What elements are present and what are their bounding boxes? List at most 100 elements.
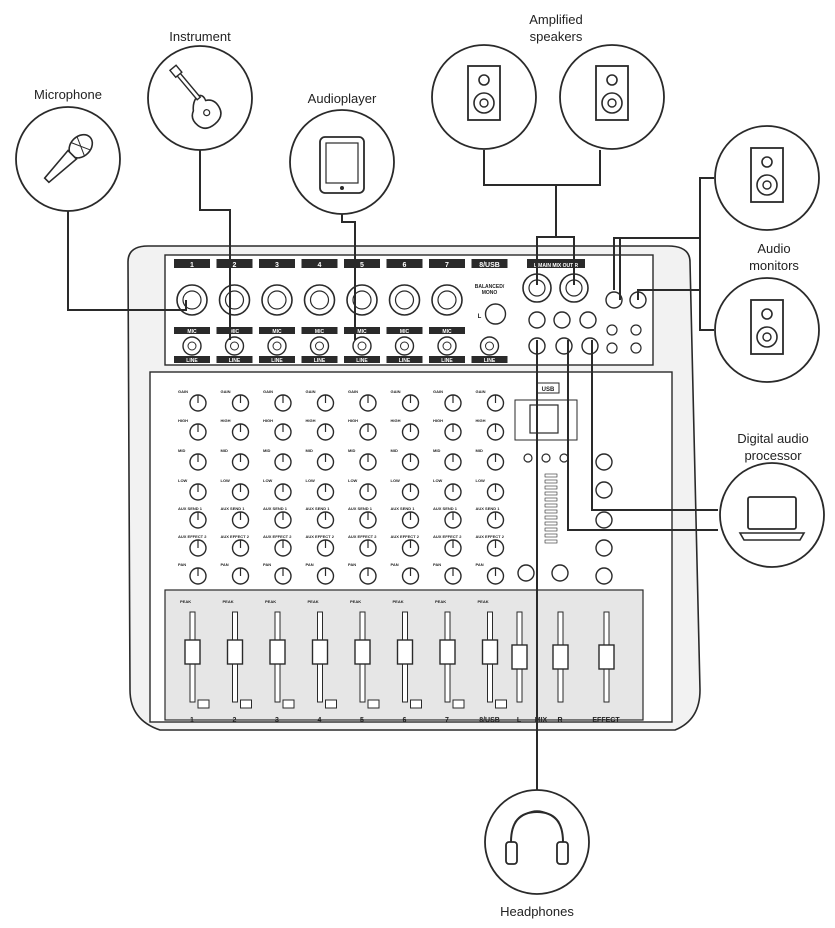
pfl-button bbox=[197, 699, 210, 709]
channel-tab-label: 7 bbox=[445, 262, 449, 269]
knob-label: AUX SEND 1 bbox=[348, 506, 373, 511]
pfl-button bbox=[410, 699, 422, 709]
knob-label: MID bbox=[433, 448, 440, 453]
jack bbox=[579, 311, 597, 329]
headphones-label: Headphones bbox=[500, 904, 574, 919]
instrument-cable bbox=[199, 150, 231, 340]
channel-tab bbox=[429, 259, 465, 268]
speaker-cable-top bbox=[483, 150, 601, 225]
knob-label: AUX EFFECT 2 bbox=[433, 534, 462, 539]
peak-label: PEAK bbox=[478, 599, 489, 604]
channel-tab-label: 5 bbox=[360, 262, 364, 269]
line-tab bbox=[174, 356, 210, 363]
small-button bbox=[523, 453, 533, 463]
pfl-button bbox=[240, 699, 252, 709]
fader-cap bbox=[184, 639, 201, 665]
usb-label: USB bbox=[542, 387, 555, 393]
knob-label: PAN bbox=[391, 562, 399, 567]
knob-label: MID bbox=[306, 448, 313, 453]
xlr-inner bbox=[224, 290, 245, 310]
pfl-button bbox=[367, 699, 380, 709]
knob-label: MID bbox=[263, 448, 270, 453]
knob-label: AUX SEND 1 bbox=[433, 506, 458, 511]
knob-label: AUX EFFECT 2 bbox=[221, 534, 250, 539]
knob-label: AUX EFFECT 2 bbox=[348, 534, 377, 539]
meter-led bbox=[544, 533, 558, 538]
xlr-inner bbox=[182, 290, 202, 310]
knob-label: PAN bbox=[221, 562, 229, 567]
mic-tab bbox=[174, 327, 210, 334]
knob-label: GAIN bbox=[221, 389, 231, 394]
microphone-icon bbox=[43, 133, 94, 184]
xlr-inner bbox=[267, 290, 287, 310]
pfl-button bbox=[495, 699, 507, 709]
knob-label: AUX EFFECT 2 bbox=[391, 534, 420, 539]
channel-tab-label: 2 bbox=[233, 262, 237, 269]
knob-label: AUX EFFECT 2 bbox=[263, 534, 292, 539]
device-audio-monitor-top bbox=[714, 125, 820, 231]
master-knob bbox=[551, 564, 569, 582]
line-tab bbox=[301, 356, 338, 363]
main-mix-tab bbox=[527, 259, 585, 268]
mono-label: MONO bbox=[482, 290, 498, 296]
meter-led bbox=[544, 473, 558, 478]
audioplayer-label: Audioplayer bbox=[307, 91, 377, 106]
monitor-cable-b bbox=[613, 237, 714, 331]
knob-label: GAIN bbox=[391, 389, 401, 394]
peak-label: PEAK bbox=[393, 599, 404, 604]
knob-label: LOW bbox=[178, 478, 188, 483]
knob-label: LOW bbox=[348, 478, 358, 483]
knob-label: HIGH bbox=[178, 418, 188, 423]
knob-label: LOW bbox=[263, 478, 273, 483]
bottom-label-r: R bbox=[557, 717, 562, 724]
knob-label: HIGH bbox=[263, 418, 273, 423]
fader-cap bbox=[396, 639, 414, 665]
knob-label: AUX EFFECT 2 bbox=[306, 534, 335, 539]
knob-label: MID bbox=[391, 448, 398, 453]
jack bbox=[555, 337, 573, 355]
line-label: LINE bbox=[314, 358, 326, 364]
line-label: LINE bbox=[356, 358, 368, 364]
master-knob bbox=[517, 564, 535, 582]
audio-monitors-label-line2: monitors bbox=[749, 258, 799, 273]
pfl-button bbox=[282, 699, 295, 709]
line-label: LINE bbox=[229, 358, 241, 364]
line-jack-inner bbox=[485, 341, 494, 351]
microphone-label: Microphone bbox=[34, 87, 102, 102]
knob-label: HIGH bbox=[348, 418, 358, 423]
channel-tab-label: 8/USB bbox=[479, 262, 500, 269]
jack bbox=[605, 291, 623, 309]
processor-cable-b bbox=[567, 340, 718, 531]
fader-cap bbox=[481, 639, 499, 665]
knob-label: GAIN bbox=[348, 389, 358, 394]
master-knob bbox=[595, 567, 613, 585]
line-label: LINE bbox=[484, 358, 496, 364]
amplified-speakers-label-line2: speakers bbox=[529, 29, 583, 44]
mic-tab bbox=[259, 327, 295, 334]
knob-label: LOW bbox=[391, 478, 401, 483]
line-tab bbox=[216, 356, 253, 363]
knob-label: AUX SEND 1 bbox=[306, 506, 331, 511]
channel-tab-label: 4 bbox=[318, 262, 322, 269]
line-jack-inner bbox=[442, 341, 452, 351]
line-label: LINE bbox=[186, 358, 198, 364]
knob-label: MID bbox=[348, 448, 355, 453]
jack bbox=[528, 311, 546, 329]
fader-cap bbox=[354, 639, 371, 665]
fader-cap bbox=[439, 639, 456, 665]
knob-label: PAN bbox=[178, 562, 186, 567]
meter-led bbox=[544, 491, 558, 496]
knob-label: MID bbox=[178, 448, 185, 453]
line-jack-inner bbox=[357, 341, 367, 351]
line-tab bbox=[344, 356, 380, 363]
pfl-button bbox=[452, 699, 465, 709]
knob-label: PAN bbox=[263, 562, 271, 567]
line-tab bbox=[429, 356, 465, 363]
knob-label: LOW bbox=[306, 478, 316, 483]
balanced-label: BALANCED/ bbox=[475, 284, 505, 290]
